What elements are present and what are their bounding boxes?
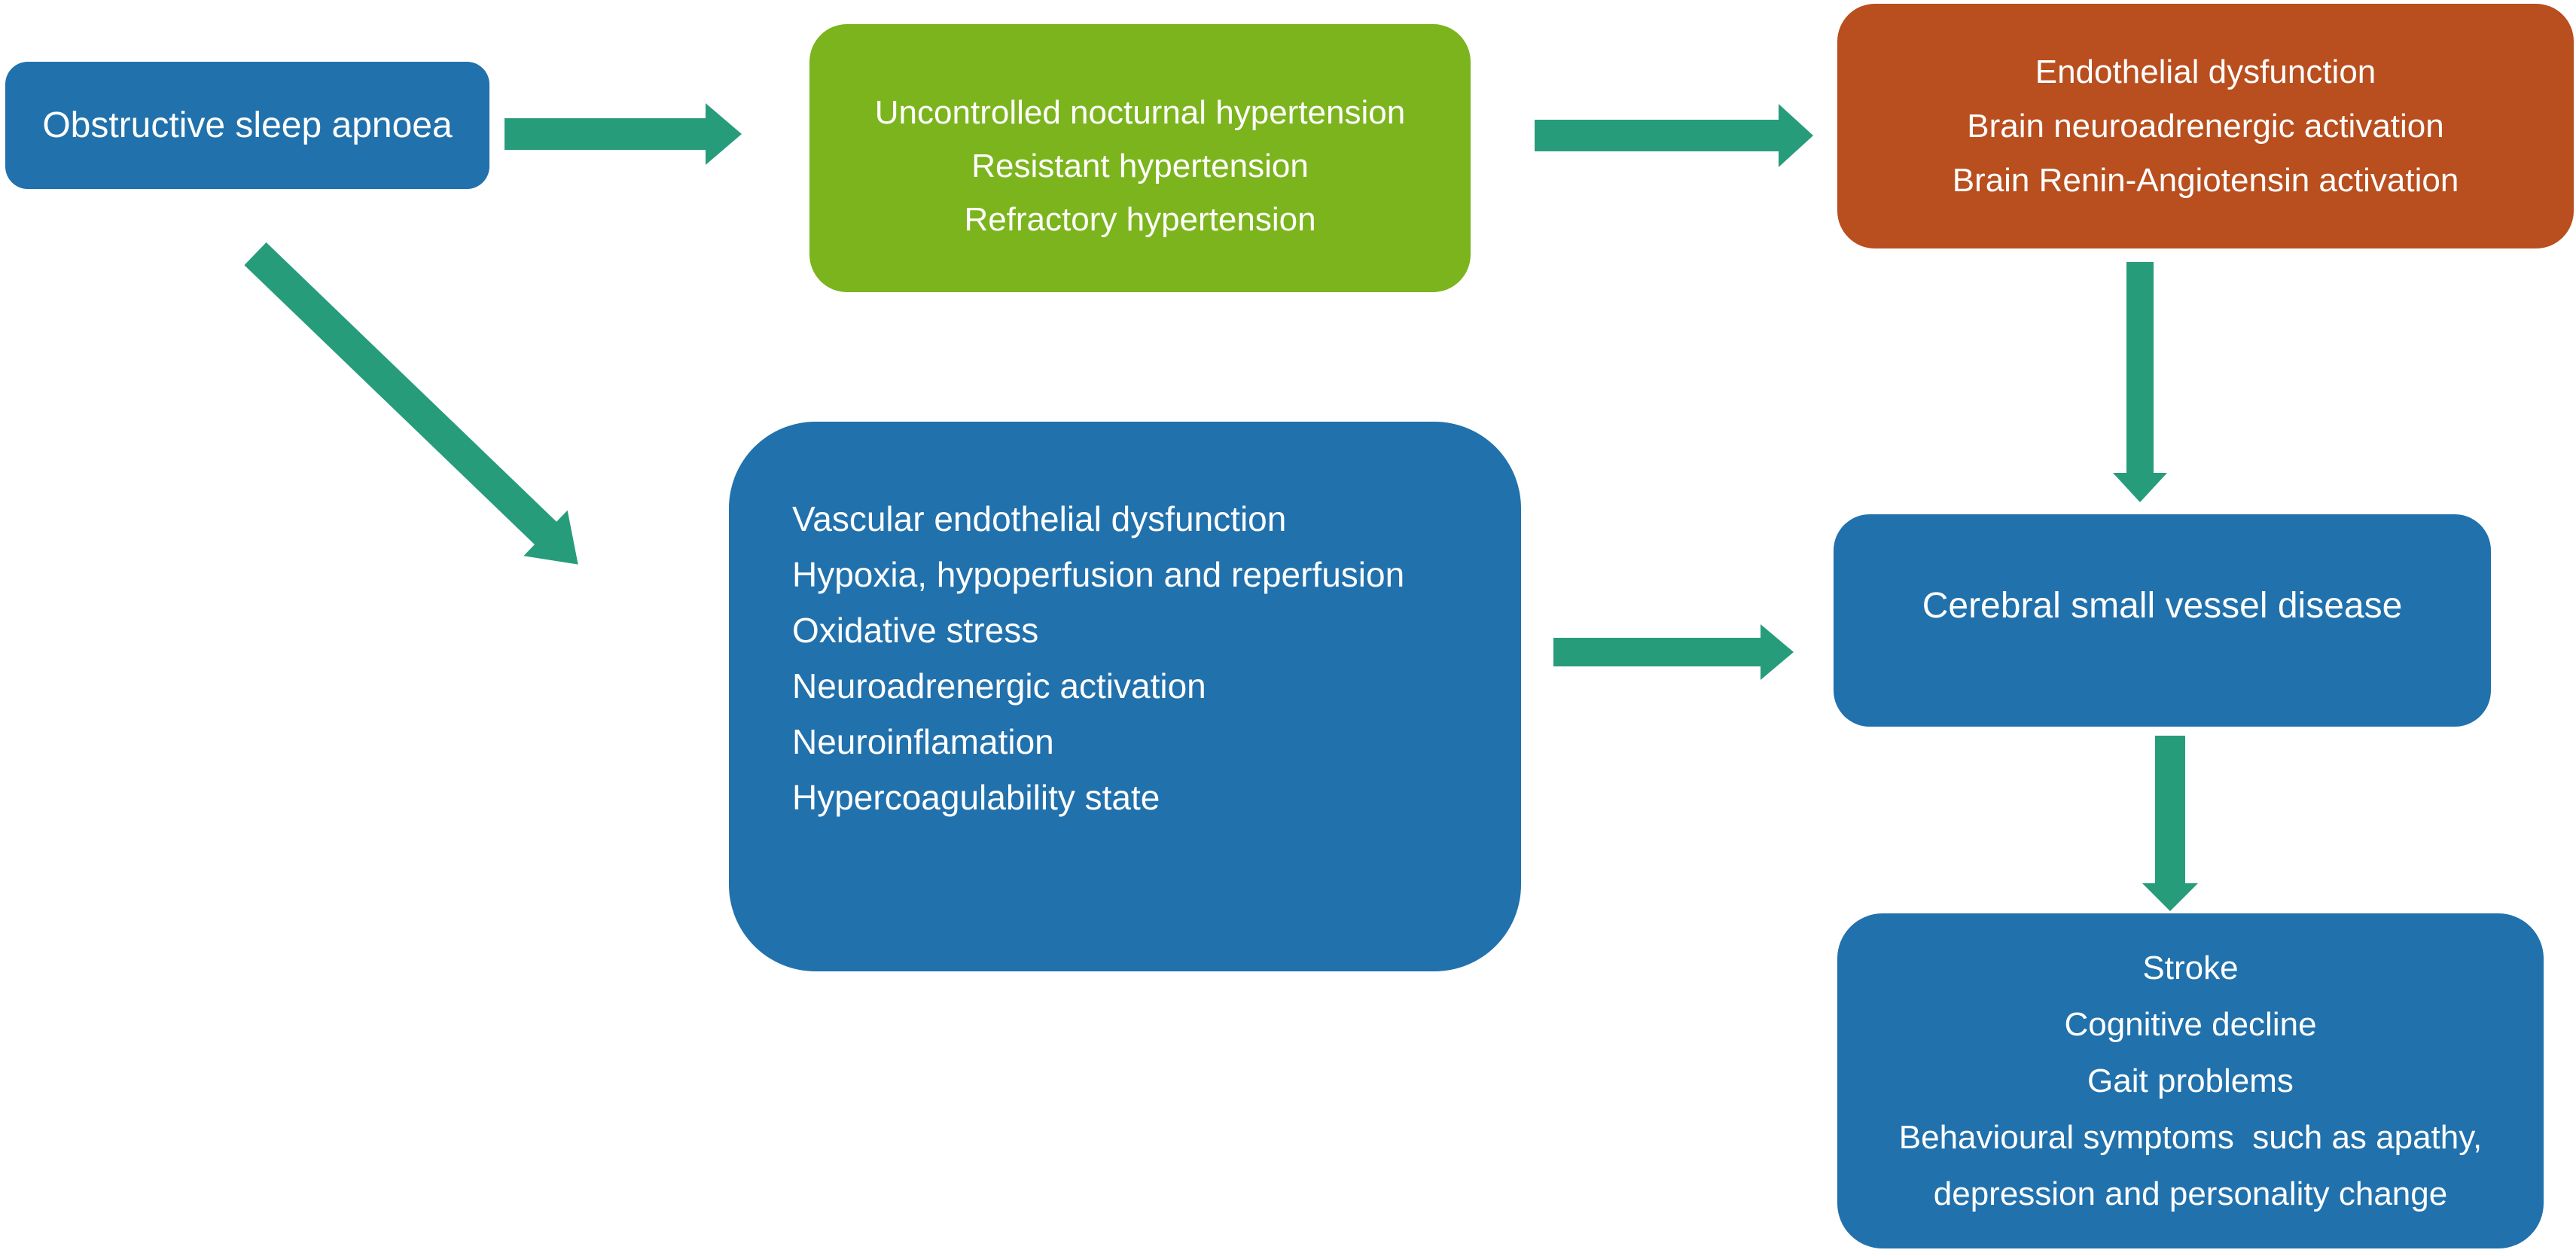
node-label: Hypercoagulability state <box>792 778 1160 817</box>
node-label: Cognitive decline <box>2064 1006 2317 1043</box>
arrow-mechanisms-to-csvd <box>1553 624 1794 680</box>
node-label: Cerebral small vessel disease <box>1922 585 2403 626</box>
node-label: Neuroinflamation <box>792 722 1054 761</box>
arrow-osa-to-mechanisms <box>244 242 578 565</box>
node-obstructive-sleep-apnoea: Obstructive sleep apnoea <box>5 62 489 189</box>
node-cerebral-small-vessel-disease: Cerebral small vessel disease <box>1834 514 2491 727</box>
arrow-osa-to-hypertension <box>505 103 742 165</box>
node-label: Uncontrolled nocturnal hypertension <box>874 93 1406 131</box>
node-label: Neuroadrenergic activation <box>792 666 1206 706</box>
node-label: depression and personality change <box>1933 1175 2448 1212</box>
arrow-hypertension-to-brain <box>1535 104 1813 167</box>
node-label: Resistant hypertension <box>971 147 1309 184</box>
node-hypertension-types: Uncontrolled nocturnal hypertension Resi… <box>809 24 1471 292</box>
node-label: Hypoxia, hypoperfusion and reperfusion <box>792 555 1405 594</box>
node-brain-activation: Endothelial dysfunction Brain neuroadren… <box>1837 4 2574 248</box>
node-label: Oxidative stress <box>792 611 1039 650</box>
node-label: Behavioural symptoms such as apathy, <box>1898 1119 2483 1156</box>
node-label: Obstructive sleep apnoea <box>42 105 453 145</box>
node-label: Vascular endothelial dysfunction <box>792 499 1287 538</box>
node-clinical-outcomes: Stroke Cognitive decline Gait problems B… <box>1837 913 2544 1248</box>
node-label: Brain Renin-Angiotensin activation <box>1952 161 2459 199</box>
node-pathophysiological-mechanisms: Vascular endothelial dysfunction Hypoxia… <box>729 422 1521 971</box>
node-label: Refractory hypertension <box>964 200 1316 238</box>
arrow-csvd-to-outcomes <box>2142 736 2198 911</box>
node-label: Gait problems <box>2087 1062 2294 1099</box>
node-label: Stroke <box>2142 950 2239 986</box>
arrow-brain-to-csvd <box>2113 262 2167 502</box>
node-label: Brain neuroadrenergic activation <box>1967 107 2444 145</box>
node-label: Endothelial dysfunction <box>2035 53 2376 90</box>
